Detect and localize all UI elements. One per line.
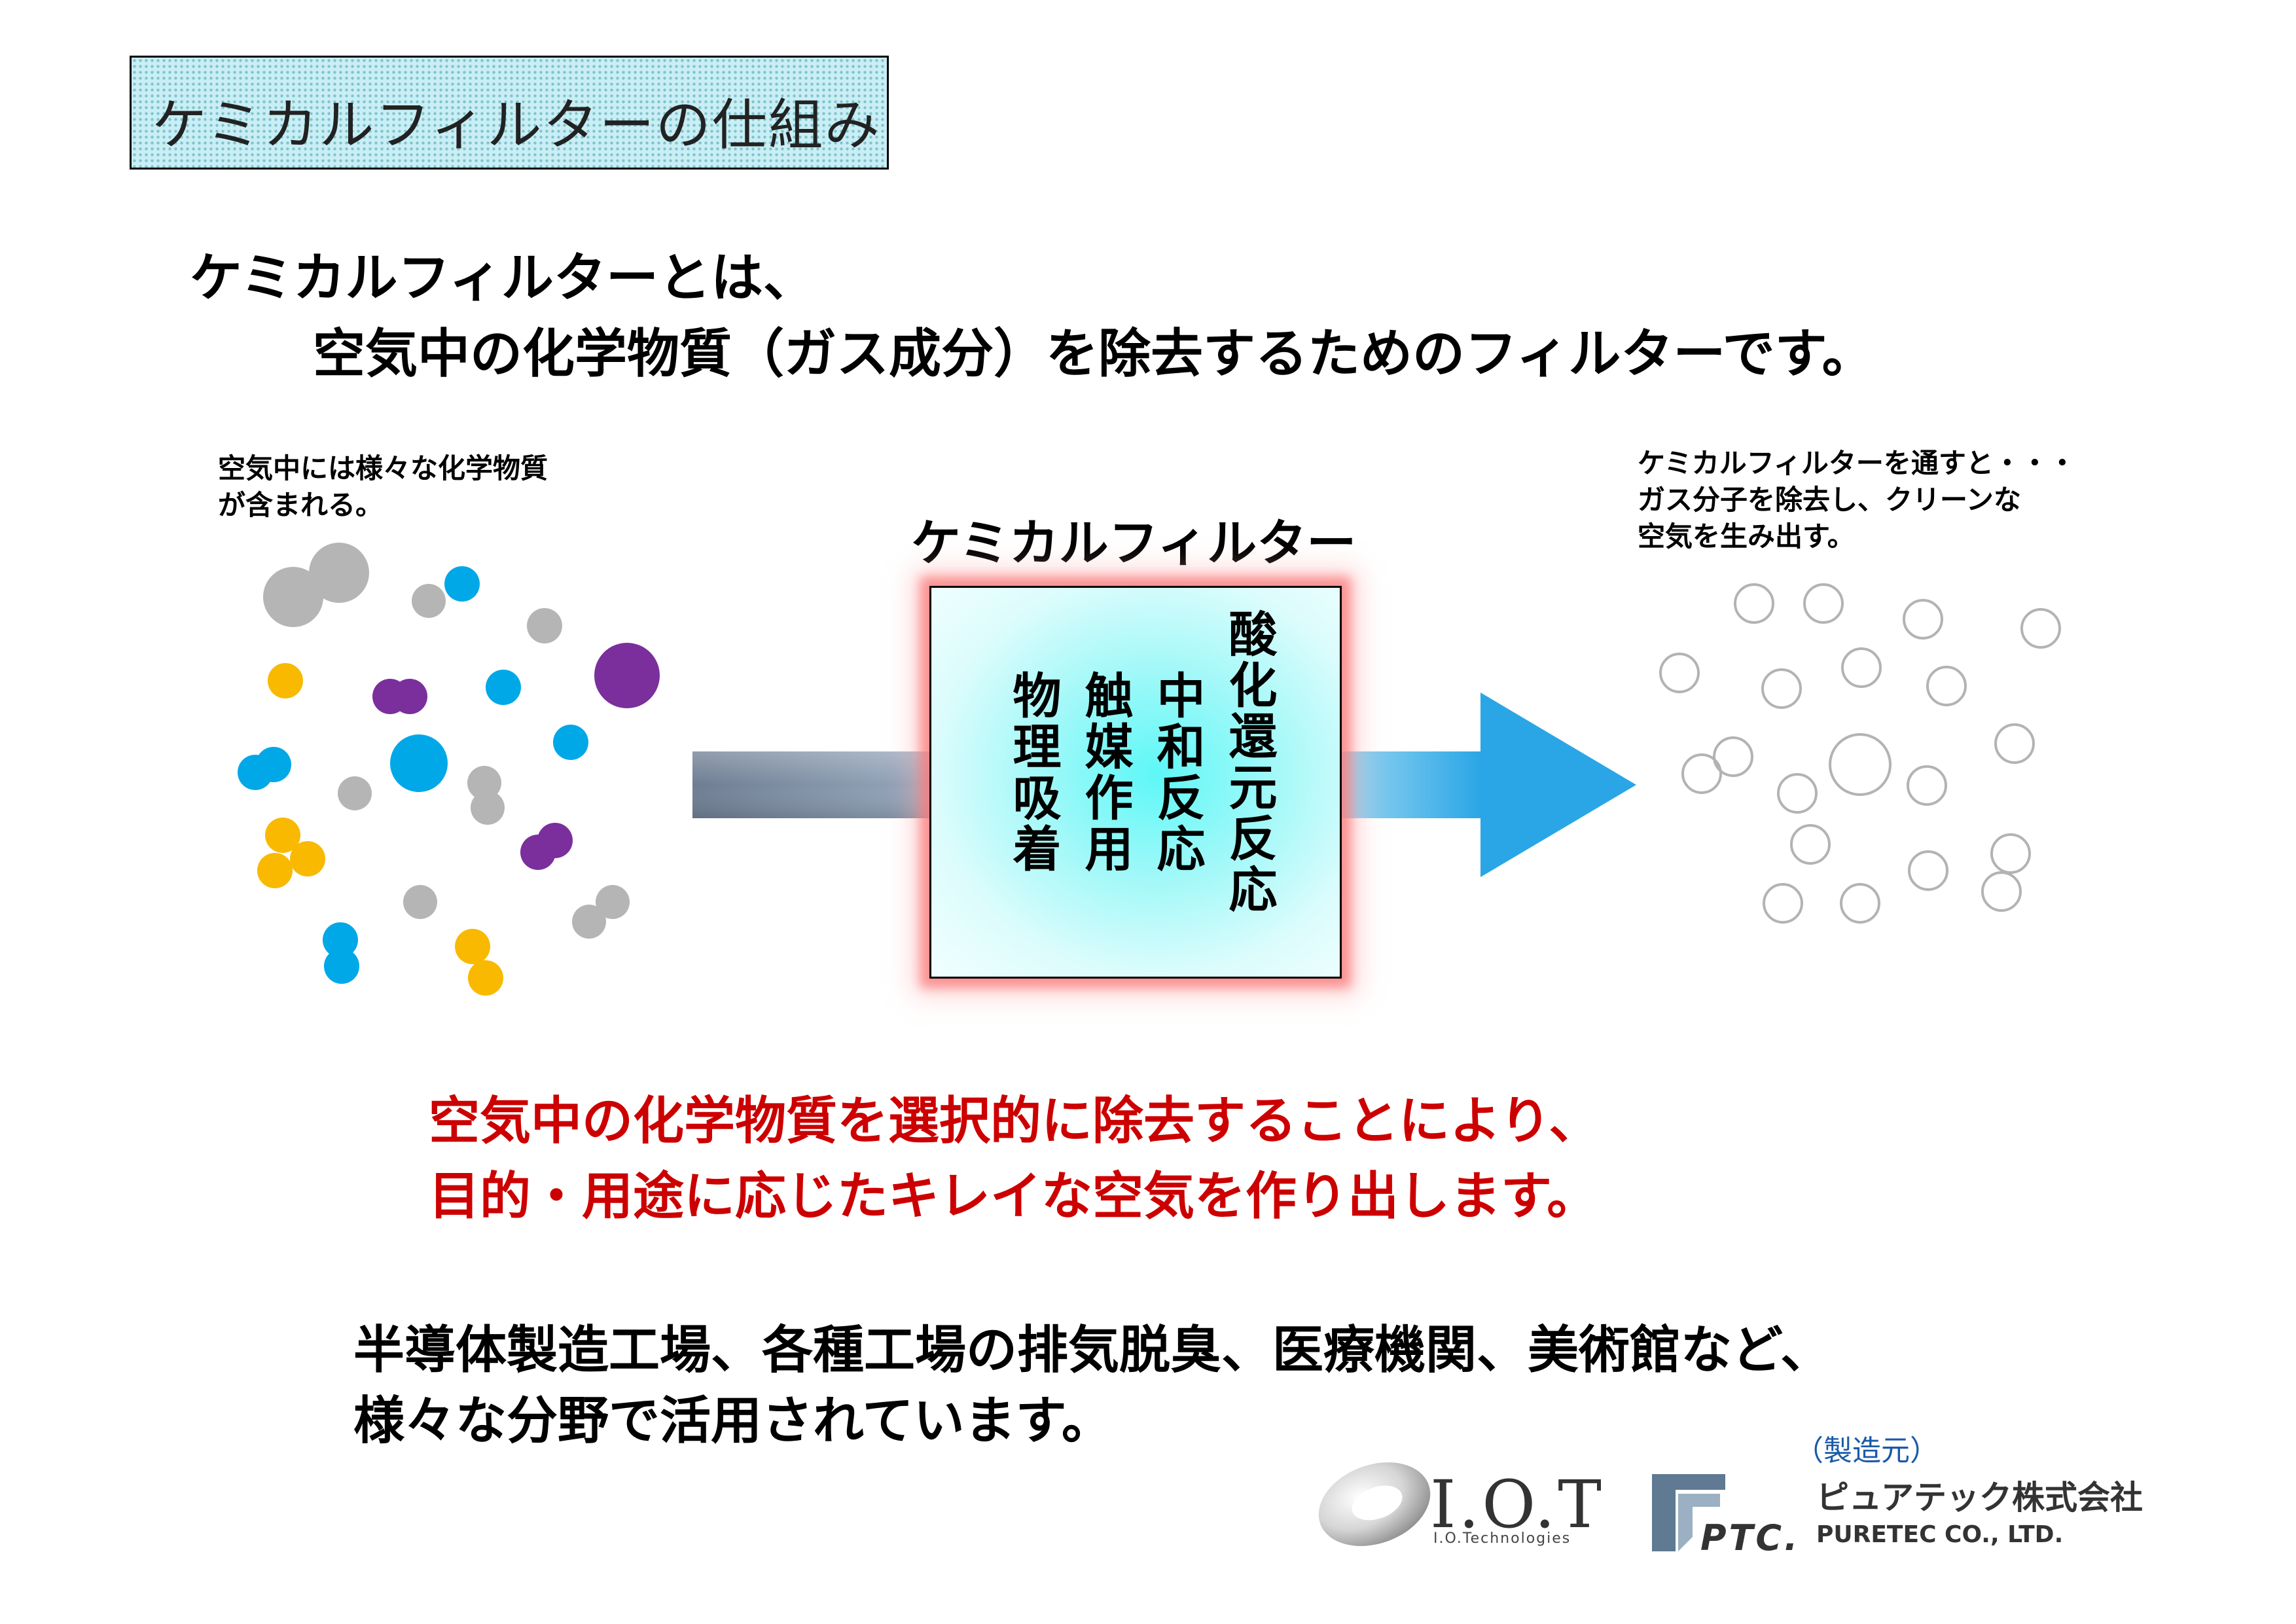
- puretec-name-en: PURETEC CO., LTD.: [1816, 1521, 2064, 1548]
- molecule-gray: [527, 608, 562, 643]
- ring-logo-hole: [1352, 1485, 1403, 1521]
- polluted-molecules: [238, 543, 660, 996]
- clean-bubble: [1713, 736, 1753, 777]
- clean-bubble: [1681, 753, 1722, 794]
- mechanism-redox: 酸化還元反応: [1221, 609, 1277, 915]
- iot-logo-subtext: I.O.Technologies: [1433, 1530, 1571, 1547]
- molecule-gray: [309, 543, 369, 603]
- molecule-purple: [392, 679, 427, 714]
- molecule-gray: [572, 905, 606, 939]
- molecule-blue: [486, 670, 521, 705]
- highlight-line-1: 空気中の化学物質を選択的に除去することにより、: [429, 1092, 1600, 1151]
- molecule-gray: [338, 776, 372, 810]
- molecule-blue: [553, 725, 588, 760]
- mechanism-catalysis: 触媒作用: [1077, 670, 1133, 875]
- left-note: 空気中には様々な化学物質 が含まれる。: [218, 450, 548, 524]
- iot-logo: [1318, 1462, 1431, 1546]
- clean-bubble: [1990, 833, 2031, 874]
- right-note-line-2: ガス分子を除去し、クリーンな: [1638, 484, 2021, 516]
- molecule-gray: [403, 885, 437, 919]
- chemical-filter-box: [929, 586, 1342, 979]
- molecule-gray: [467, 766, 501, 800]
- puretec-name-jp: ピュアテック株式会社: [1816, 1479, 2143, 1517]
- molecule-blue: [238, 755, 273, 790]
- clean-air-bubbles: [1659, 583, 2061, 924]
- ptc-logo-text: PTC.: [1700, 1517, 1801, 1559]
- left-note-line-1: 空気中には様々な化学物質: [218, 452, 548, 484]
- molecule-purple: [520, 835, 556, 870]
- clean-bubble: [1907, 765, 1947, 806]
- page-title: ケミカルフィルターの仕組み: [152, 93, 881, 157]
- output-arrow-shaft: [1335, 751, 1480, 818]
- molecule-yellow: [468, 960, 503, 996]
- clean-bubble: [1994, 723, 2035, 764]
- molecule-yellow: [265, 818, 300, 853]
- intro-line-2: 空気中の化学物質（ガス成分）を除去するためのフィルターです。: [313, 323, 1874, 384]
- clean-bubble: [1734, 583, 1774, 624]
- clean-bubble: [1763, 883, 1803, 924]
- molecule-yellow: [290, 841, 325, 876]
- maker-label: （製造元）: [1795, 1434, 1939, 1468]
- intro-line-1: ケミカルフィルターとは、: [190, 247, 816, 308]
- right-note: ケミカルフィルターを通すと・・・ ガス分子を除去し、クリーンな 空気を生み出す。: [1638, 445, 2076, 555]
- filter-title: ケミカルフィルター: [911, 514, 1357, 572]
- highlight-line-2: 目的・用途に応じたキレイな空気を作り出します。: [429, 1167, 1598, 1226]
- clean-bubble: [1803, 583, 1844, 624]
- clean-bubble: [1790, 824, 1831, 865]
- title-box: [130, 56, 889, 170]
- molecule-purple: [594, 643, 660, 708]
- clean-bubble: [1903, 599, 1943, 640]
- ptc-logo-icon: [1652, 1474, 1725, 1551]
- left-note-line-2: が含まれる。: [218, 489, 384, 521]
- right-note-line-1: ケミカルフィルターを通すと・・・: [1638, 447, 2076, 479]
- right-note-line-3: 空気を生み出す。: [1638, 520, 1855, 552]
- clean-bubble: [1841, 647, 1882, 688]
- molecule-blue: [444, 566, 480, 602]
- input-flow-bar-shade: [692, 751, 941, 818]
- mechanism-neutralization: 中和反応: [1149, 670, 1205, 875]
- clean-bubble: [1777, 773, 1818, 814]
- clean-bubble: [1840, 883, 1880, 924]
- clean-bubble: [1981, 871, 2022, 912]
- clean-bubble: [1908, 850, 1948, 891]
- molecule-blue: [324, 948, 359, 984]
- iot-logo-text: I.O.T: [1430, 1466, 1604, 1543]
- applications-line-1: 半導体製造工場、各種工場の排気脱臭、医療機関、美術館など、: [353, 1321, 1832, 1380]
- clean-bubble: [2020, 608, 2061, 649]
- clean-bubble: [1761, 668, 1802, 709]
- ptc-logo-shape-light: [1678, 1494, 1720, 1551]
- molecule-gray: [263, 567, 323, 627]
- output-arrow-head: [1480, 693, 1636, 877]
- molecule-blue: [390, 734, 448, 792]
- applications-line-2: 様々な分野で活用されています。: [353, 1392, 1113, 1451]
- molecule-yellow: [268, 663, 303, 698]
- molecule-yellow: [455, 929, 490, 964]
- molecule-blue: [323, 922, 358, 958]
- ptc-logo-shape-dark: [1652, 1474, 1725, 1551]
- mechanism-physical-adsorption: 物理吸着: [1005, 670, 1061, 875]
- clean-bubble: [1829, 733, 1892, 796]
- molecule-gray: [596, 885, 630, 919]
- molecule-gray: [471, 791, 505, 825]
- clean-bubble: [1659, 653, 1700, 693]
- molecule-gray: [412, 584, 446, 618]
- molecule-yellow: [257, 853, 293, 888]
- clean-bubble: [1926, 666, 1967, 706]
